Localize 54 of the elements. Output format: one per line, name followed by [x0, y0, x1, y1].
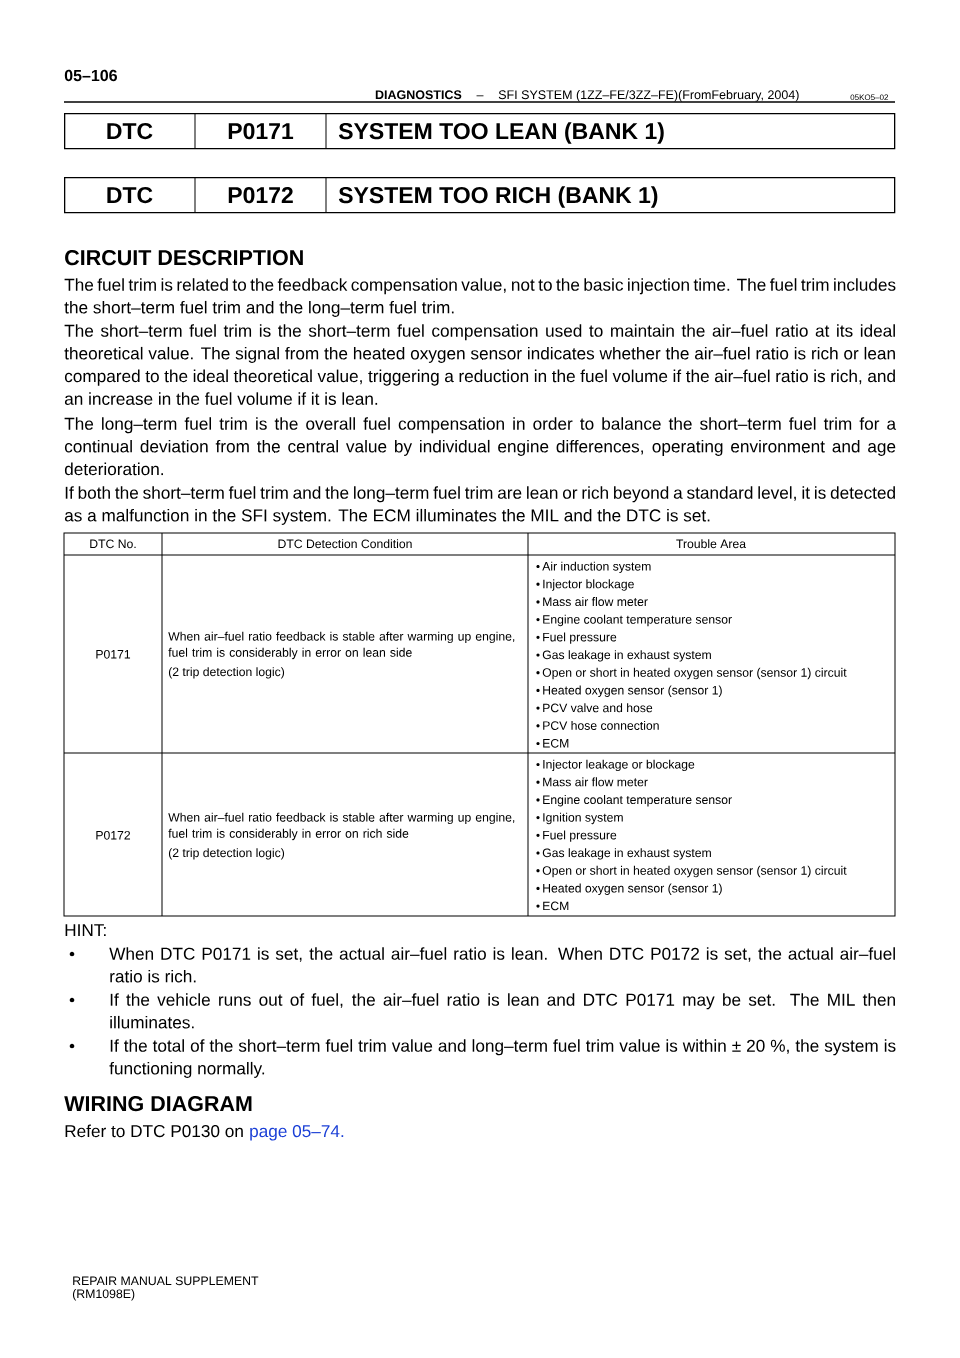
- trouble-item: PCV hose connection: [543, 720, 659, 730]
- section-subtitle: SFI SYSTEM (1ZZ–FE/3ZZ–FE)(FromFebruary, 2004): [498, 89, 799, 102]
- trouble-item: Mass air flow meter: [543, 777, 648, 787]
- condition-text: When air–fuel ratio feedback is stable after warming up engine, fuel trim is considerably in error on rich side: [168, 812, 515, 841]
- separator: –: [476, 95, 484, 97]
- dtc-label: DTC: [107, 186, 153, 204]
- condition-text: When air–fuel ratio feedback is stable after warming up engine, fuel trim is considerably in error on lean side: [168, 631, 515, 660]
- trouble-item: Fuel pressure: [543, 830, 617, 842]
- dtc-title: SYSTEM TOO LEAN (BANK 1): [338, 122, 664, 144]
- trouble-item: Injector leakage or blockage: [543, 759, 695, 772]
- footer-text: (RM1098E): [72, 1289, 135, 1301]
- trouble-item: Heated oxygen sensor (sensor 1): [543, 883, 722, 895]
- condition-text: (2 trip detection logic): [168, 667, 285, 679]
- reference-code: 05KO5–02: [850, 94, 889, 101]
- paragraph: If both the short–term fuel trim and the long–term fuel trim are lean or rich beyond a standard level, it is detected as a malfunction in the SFI system. The ECM illuminates the MIL and the DTC is set.: [64, 486, 895, 525]
- trouble-item: Air induction system: [542, 561, 651, 574]
- section-heading: WIRING DIAGRAM: [64, 1096, 252, 1112]
- trouble-item: ECM: [543, 901, 569, 911]
- trouble-item: Ignition system: [543, 812, 623, 825]
- trouble-item: Engine coolant temperature sensor: [543, 795, 732, 807]
- dtc-title: SYSTEM TOO RICH (BANK 1): [338, 186, 658, 208]
- column-header: Trouble Area: [676, 539, 746, 549]
- trouble-item: PCV valve and hose: [543, 703, 653, 713]
- trouble-item: Heated oxygen sensor (sensor 1): [543, 685, 722, 697]
- paragraph: The fuel trim is related to the feedback compensation value, not to the basic injection time. The fuel trim includes the short–term fuel trim and the long–term fuel trim.: [64, 278, 896, 317]
- condition-text: (2 trip detection logic): [168, 848, 285, 860]
- page-number: 05–106: [64, 69, 117, 82]
- column-header: DTC No.: [90, 539, 136, 549]
- dtc-code: P0172: [228, 186, 293, 204]
- column-header: DTC Detection Condition: [278, 539, 412, 549]
- hint-text: When DTC P0171 is set, the actual air–fuel ratio is lean. When DTC P0172 is set, the actual air–fuel ratio is rich.: [109, 947, 895, 983]
- hint-heading: HINT:: [65, 924, 106, 936]
- dtc-label: DTC: [107, 122, 153, 140]
- trouble-item: Engine coolant temperature sensor: [543, 614, 732, 627]
- hint-text: If the total of the short–term fuel trim value and long–term fuel trim value is within ± 20 %, the system is functioning normally.: [109, 1039, 896, 1078]
- dtc-code-cell: P0172: [96, 831, 131, 840]
- trouble-item: Injector blockage: [543, 579, 634, 591]
- section-heading: CIRCUIT DESCRIPTION: [65, 250, 303, 266]
- trouble-item: Fuel pressure: [543, 632, 617, 644]
- trouble-item: Gas leakage in exhaust system: [542, 650, 711, 662]
- trouble-item: Mass air flow meter: [543, 597, 648, 607]
- reference-text: Refer to DTC P0130 on: [65, 1124, 243, 1138]
- footer-text: REPAIR MANUAL SUPPLEMENT: [73, 1276, 259, 1286]
- trouble-item: Open or short in heated oxygen sensor (sensor 1) circuit: [542, 865, 847, 878]
- trouble-item: Open or short in heated oxygen sensor (sensor 1) circuit: [542, 667, 847, 680]
- trouble-item: Gas leakage in exhaust system: [542, 848, 711, 860]
- dtc-code: P0171: [228, 122, 294, 140]
- trouble-item: ECM: [543, 739, 569, 748]
- dtc-code-cell: P0171: [96, 650, 131, 659]
- hint-text: If the vehicle runs out of fuel, the air–fuel ratio is lean and DTC P0171 may be set. The MIL then illuminates.: [110, 993, 895, 1029]
- paragraph: The short–term fuel trim is the short–term fuel compensation used to maintain the air–fuel ratio at its ideal theoretical value. The signal from the heated oxygen sensor indicates whether the air–fuel ratio is rich or lean compared to the ideal theoretical value, triggering a reduction in the fuel volume if the air–fuel ratio is rich, and an increase in the fuel volume if it is lean.: [64, 324, 895, 405]
- paragraph: The long–term fuel trim is the overall fuel compensation in order to balance the short–term fuel trim for a continual deviation from the central value by individual engine differences, operating environment and age deterioration.: [64, 417, 897, 476]
- section-title: DIAGNOSTICS: [375, 90, 462, 100]
- page-link: page 05–74.: [250, 1125, 344, 1141]
